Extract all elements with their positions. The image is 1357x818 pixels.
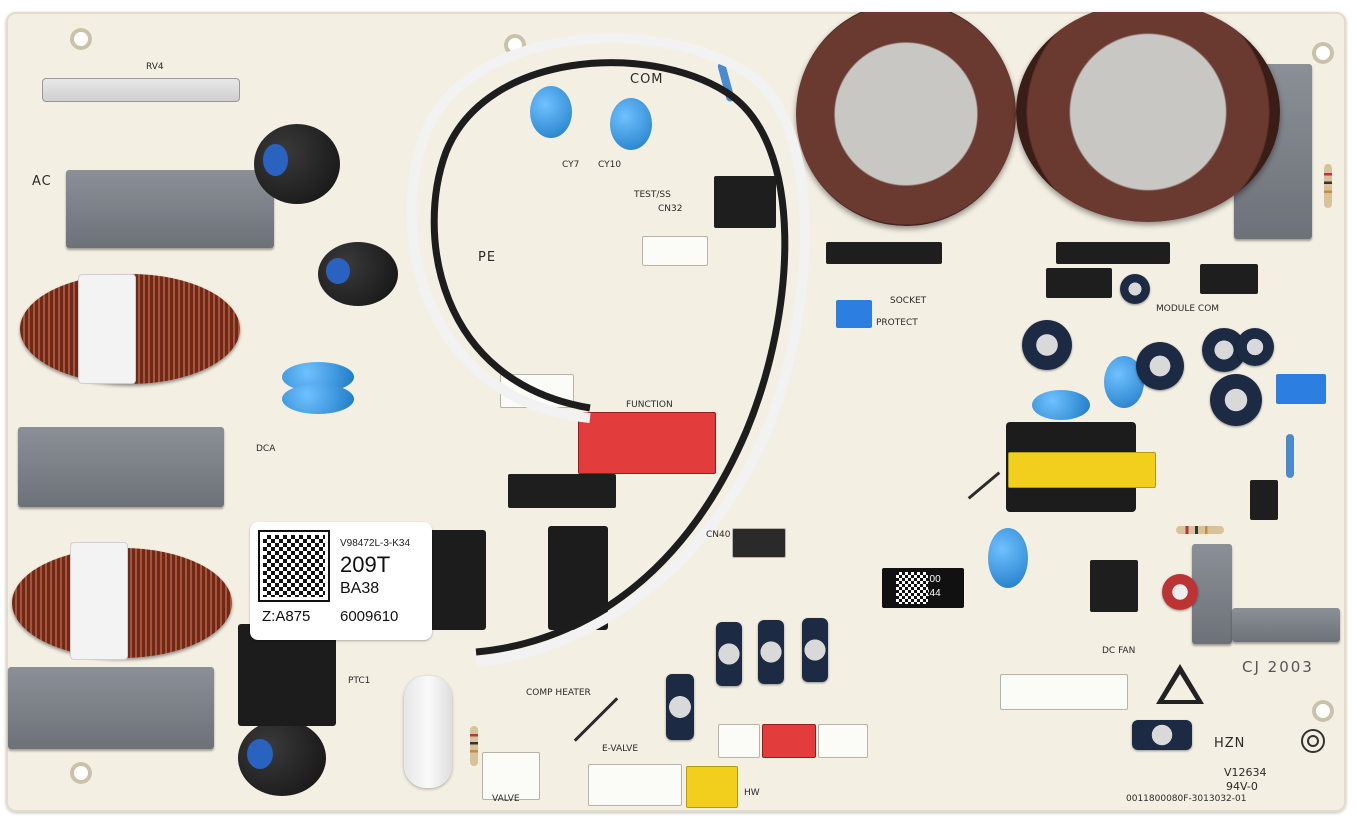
sticker-zone: Z:A875 — [262, 608, 311, 625]
electrolytic-capacitor — [1210, 374, 1262, 426]
silk-cy7: CY7 — [562, 160, 580, 170]
relay — [428, 530, 486, 630]
red-connector — [762, 724, 816, 758]
sticker-serial: 6009610 — [340, 608, 399, 625]
qr-code — [258, 530, 330, 602]
wire-harness — [406, 33, 810, 667]
mounting-hole — [1312, 42, 1334, 64]
silk-rv4: RV4 — [146, 62, 164, 72]
blue-y-capacitor — [988, 528, 1028, 588]
electrolytic-capacitor-large — [796, 12, 1016, 226]
silk-dc-fan: DC FAN — [1102, 646, 1136, 656]
silk-cj: CJ 2003 — [1242, 658, 1314, 676]
silk-cn40: CN40 — [706, 530, 731, 540]
ic-chip — [1200, 264, 1258, 294]
silk-v-code: V12634 — [1224, 766, 1267, 779]
silk-cy10: CY10 — [598, 160, 622, 170]
esd-warning-icon — [1156, 664, 1204, 704]
blue-y-capacitor — [530, 86, 572, 138]
glass-fuse — [42, 78, 240, 102]
silk-board-no: 0011800080F-3013032-01 — [1126, 794, 1247, 804]
x-capacitor — [66, 170, 274, 248]
mounting-hole — [70, 762, 92, 784]
silk-com: COM — [630, 72, 664, 87]
blue-connector — [1276, 374, 1326, 404]
coil-core — [70, 542, 128, 660]
chip-label-line2: 244 — [924, 588, 941, 599]
mounting-hole — [70, 28, 92, 50]
qr-code — [896, 572, 928, 604]
connector — [1000, 674, 1128, 710]
ic-chip — [1250, 480, 1278, 520]
electrolytic-capacitor — [666, 674, 694, 740]
connector — [482, 752, 540, 800]
blue-y-capacitor — [282, 384, 354, 414]
x-capacitor — [18, 427, 224, 507]
electrolytic-capacitor — [802, 618, 828, 682]
ic-chip — [1090, 560, 1138, 612]
resistor — [1176, 526, 1224, 534]
silk-ac: AC — [32, 174, 52, 189]
electrolytic-capacitor — [1022, 320, 1072, 370]
choke-inductor — [318, 242, 398, 306]
ic-chip — [714, 176, 776, 228]
silk-comp-heater: COMP HEATER — [526, 688, 591, 698]
connector — [642, 236, 708, 266]
silk-hw: HW — [744, 788, 760, 798]
coil-core — [78, 274, 136, 384]
silk-cn32: CN32 — [658, 204, 683, 214]
ic-chip — [1056, 242, 1170, 264]
electrolytic-capacitor — [758, 620, 784, 684]
certification-icon — [1301, 729, 1325, 753]
connector — [718, 724, 760, 758]
x-capacitor — [1192, 544, 1232, 644]
electrolytic-capacitor — [716, 622, 742, 686]
sticker-model: 209T — [340, 552, 391, 577]
choke-inductor — [238, 720, 326, 796]
silk-e-valve: E-VALVE — [602, 744, 639, 754]
electrolytic-capacitor-large — [1016, 12, 1280, 222]
blue-y-capacitor — [1032, 390, 1090, 420]
ic-chip — [826, 242, 942, 264]
silk-hzn: HZN — [1214, 736, 1246, 751]
blue-y-capacitor — [610, 98, 652, 150]
electrolytic-capacitor — [1136, 342, 1184, 390]
x-capacitor — [1232, 608, 1340, 642]
connector — [588, 764, 682, 806]
choke-inductor — [254, 124, 340, 204]
serial-sticker: V98472L-3-K34 209T BA38 Z:A875 6009610 — [250, 522, 432, 640]
dip-ic — [508, 474, 616, 508]
connector — [732, 528, 786, 558]
silk-test-ss: TEST/SS — [634, 190, 671, 200]
sticker-sub: BA38 — [340, 580, 380, 597]
silk-dca: DCA — [256, 444, 276, 454]
x-capacitor — [8, 667, 214, 749]
silk-socket: SOCKET — [890, 296, 927, 306]
electrolytic-capacitor — [1236, 328, 1274, 366]
blue-connector — [836, 300, 872, 328]
electrolytic-capacitor — [1132, 720, 1192, 750]
electrolytic-capacitor — [1162, 574, 1198, 610]
silk-valve: VALVE — [492, 794, 520, 804]
ptc-thermistor — [404, 676, 452, 788]
connector — [818, 724, 868, 758]
silk-function: FUNCTION — [626, 400, 673, 410]
silk-pe: PE — [478, 250, 497, 265]
silk-module-com: MODULE COM — [1156, 304, 1220, 314]
electrolytic-capacitor — [1120, 274, 1150, 304]
transformer-tape — [1008, 452, 1156, 488]
red-connector — [578, 412, 716, 474]
silk-rating: 94V-0 — [1226, 780, 1258, 793]
circuit-board: RV4 AC CY7 CY10 — [6, 12, 1346, 812]
silk-protect: PROTECT — [876, 318, 918, 328]
chip-label-line1: 100 — [924, 574, 941, 585]
sticker-code-line: V98472L-3-K34 — [340, 538, 411, 549]
silk-ptc1: PTC1 — [348, 676, 371, 686]
relay — [238, 624, 336, 726]
ic-chip — [1046, 268, 1112, 298]
mounting-hole — [1312, 700, 1334, 722]
yellow-connector — [686, 766, 738, 808]
